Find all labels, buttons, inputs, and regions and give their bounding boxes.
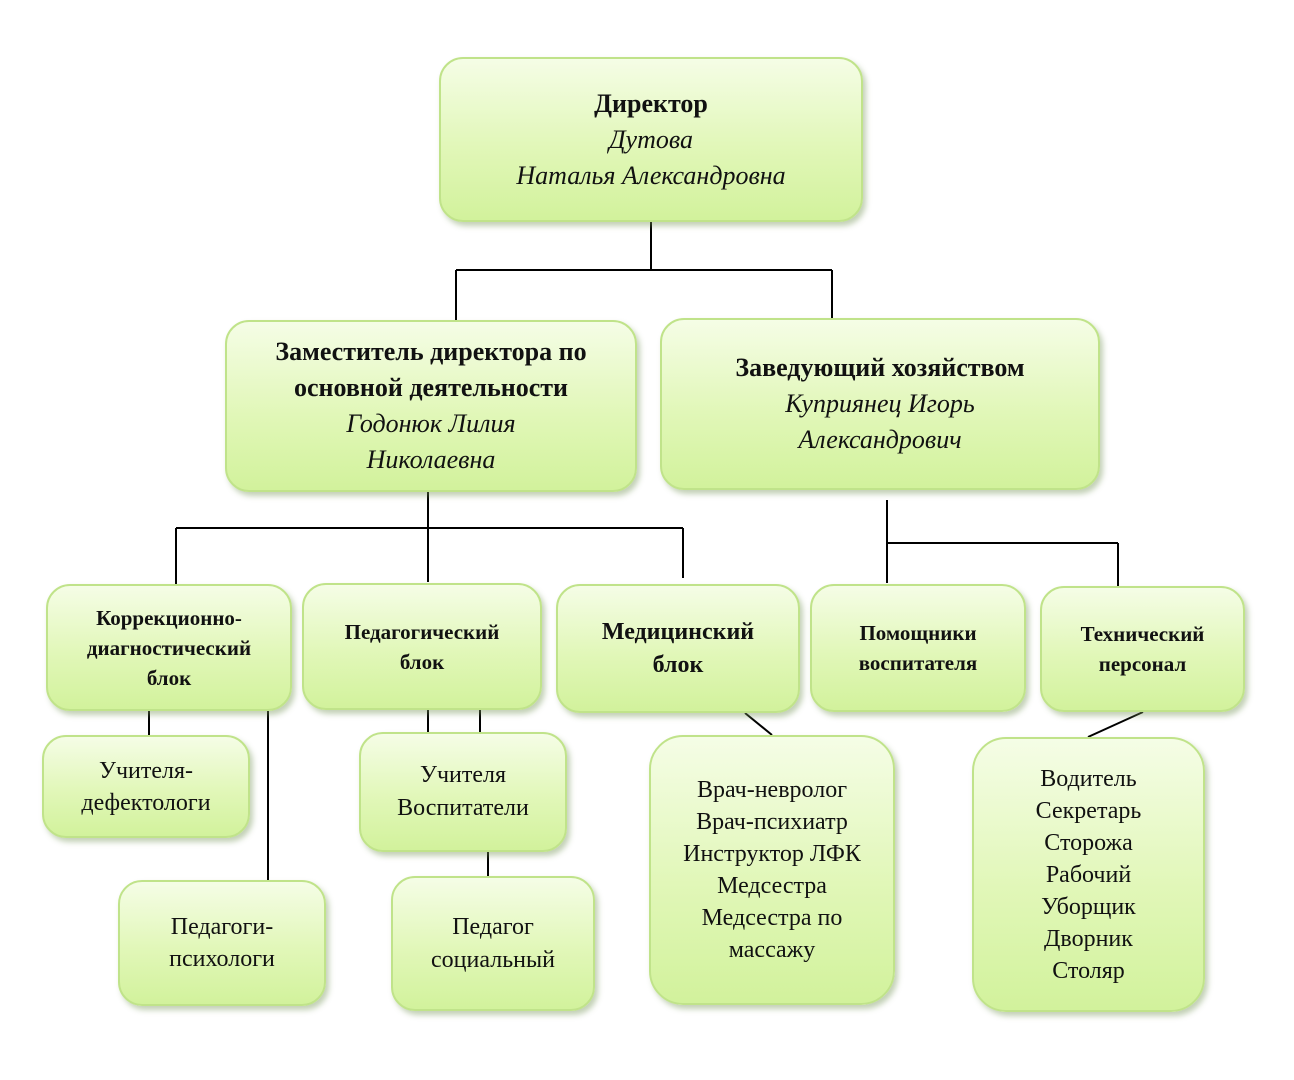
- household-name-line2: Александрович: [798, 425, 962, 454]
- correction-line1: Коррекционно-: [96, 605, 242, 630]
- correction-line2: диагностический: [86, 635, 252, 660]
- technical-staff-item: Сторожа: [1044, 829, 1133, 856]
- defectologists-box: Учителя- дефектологи: [42, 735, 250, 838]
- teachers-box: Учителя Воспитатели: [359, 732, 567, 852]
- deputy-title-line1: Заместитель директора по: [275, 337, 587, 366]
- psychologists-box: Педагоги- психологи: [118, 880, 326, 1006]
- household-manager-box: Заведующий хозяйством Куприянец Игорь Ал…: [660, 318, 1100, 490]
- technical-staff-item: Столяр: [1052, 957, 1125, 984]
- assistants-line1: Помощники: [859, 621, 977, 645]
- medical-staff-item: Врач-невролог: [696, 777, 848, 803]
- medical-line2: блок: [652, 651, 704, 678]
- pedagogical-line2: блок: [399, 649, 445, 674]
- medical-staff-item: Медсестра по: [701, 905, 843, 931]
- deputy-director-box: Заместитель директора по основной деятел…: [225, 320, 637, 492]
- medical-block-box: Медицинский блок: [556, 584, 800, 713]
- assistants-line2: воспитателя: [858, 651, 978, 675]
- director-name: Наталья Александровна: [516, 160, 786, 190]
- director-box: Директор Дутова Наталья Александровна: [439, 57, 863, 222]
- medical-line1: Медицинский: [601, 618, 755, 645]
- director-surname: Дутова: [609, 124, 693, 154]
- correction-block-box: Коррекционно- диагностический блок: [46, 584, 292, 711]
- technical-staff-item: Дворник: [1044, 925, 1133, 952]
- technical-block-box: Технический персонал: [1040, 586, 1245, 712]
- psychologists-line1: Педагоги-: [170, 914, 274, 940]
- household-title: Заведующий хозяйством: [735, 353, 1025, 382]
- teachers-line2: Воспитатели: [397, 795, 529, 821]
- technical-staff-item: Рабочий: [1045, 861, 1132, 888]
- defectologists-line1: Учителя-: [98, 757, 194, 784]
- social-line2: социальный: [431, 946, 555, 973]
- medical-staff-box: Врач-невролог Врач-психиатр Инструктор Л…: [649, 735, 895, 1005]
- technical-line1: Технический: [1080, 622, 1205, 646]
- deputy-title-line2: основной деятельности: [293, 373, 569, 402]
- correction-line3: блок: [146, 665, 192, 690]
- medical-staff-item: Врач-психиатр: [696, 809, 848, 835]
- technical-staff-item: Водитель: [1040, 765, 1137, 792]
- household-name-line1: Куприянец Игорь: [785, 389, 975, 418]
- deputy-name-line2: Николаевна: [366, 445, 496, 474]
- assistants-block-box: Помощники воспитателя: [810, 584, 1026, 712]
- psychologists-line2: психологи: [169, 946, 275, 972]
- deputy-name-line1: Годонюк Лилия: [346, 409, 516, 438]
- director-title: Директор: [594, 88, 708, 118]
- social-line1: Педагог: [452, 913, 534, 940]
- pedagogical-block-box: Педагогический блок: [302, 583, 542, 710]
- medical-staff-item: Медсестра: [717, 873, 827, 899]
- medical-staff-item: массажу: [728, 937, 816, 963]
- medical-staff-item: Инструктор ЛФК: [683, 841, 861, 867]
- social-pedagogue-box: Педагог социальный: [391, 876, 595, 1011]
- pedagogical-line1: Педагогический: [344, 619, 500, 644]
- teachers-line1: Учителя: [419, 762, 507, 788]
- technical-staff-item: Уборщик: [1041, 893, 1136, 920]
- defectologists-line2: дефектологи: [81, 789, 211, 816]
- technical-line2: персонал: [1098, 652, 1187, 676]
- technical-staff-item: Секретарь: [1035, 797, 1142, 824]
- technical-staff-box: Водитель Секретарь Сторожа Рабочий Уборщ…: [972, 737, 1205, 1012]
